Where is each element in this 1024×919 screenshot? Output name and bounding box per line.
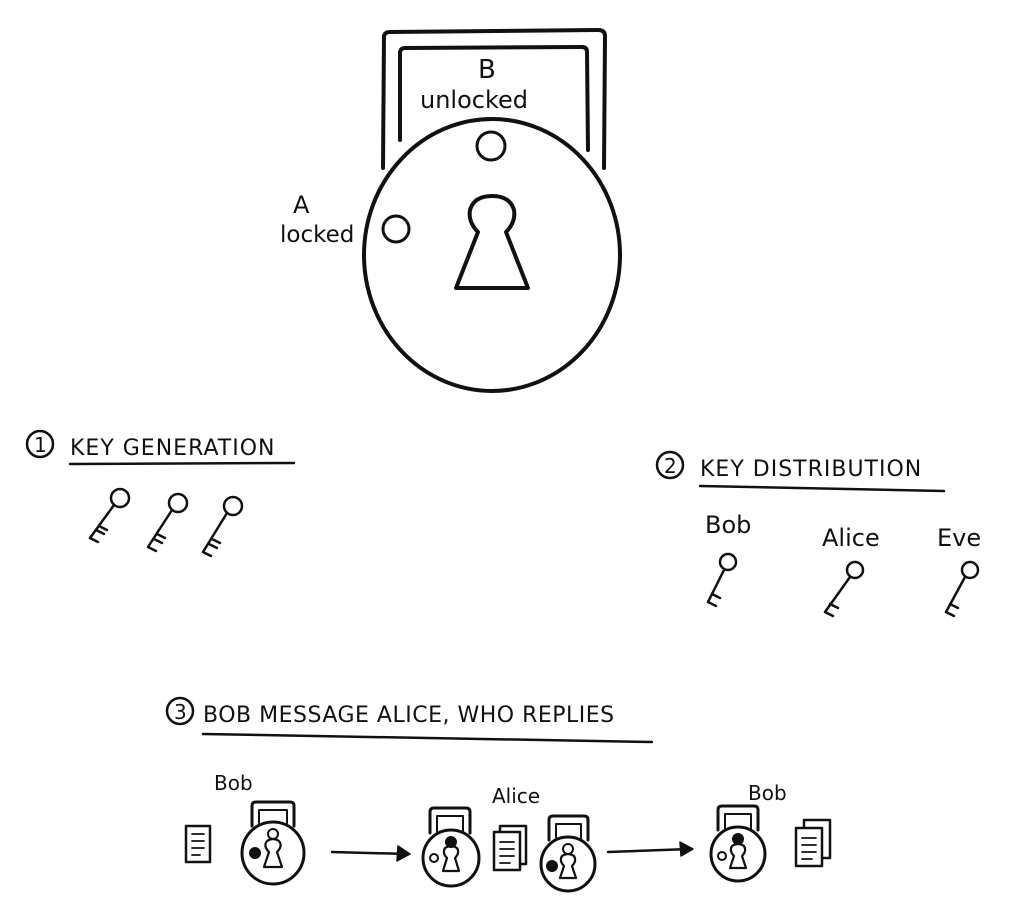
section-key-distribution: 2 KEY DISTRIBUTION Bob Alice Eve bbox=[655, 450, 981, 618]
section-message-exchange: 3 BOB MESSAGE ALICE, WHO REPLIES Bob Ali… bbox=[165, 696, 832, 893]
big-padlock: B unlocked A locked bbox=[280, 28, 622, 393]
key-icon bbox=[88, 487, 131, 544]
pin-hole-a bbox=[381, 214, 411, 244]
padlock-icon-alice-received bbox=[421, 806, 481, 888]
alice-key-icon bbox=[823, 560, 865, 618]
document-icon bbox=[184, 824, 212, 864]
stage-label-bob-1: Bob bbox=[214, 771, 253, 795]
eve-key-icon bbox=[944, 560, 980, 618]
padlock-icon-bob-start bbox=[240, 800, 306, 886]
key-icon bbox=[201, 495, 244, 558]
padlock-icon-alice-reply bbox=[539, 814, 597, 893]
bob-key-icon bbox=[706, 552, 738, 608]
section-key-generation: 1 KEY GENERATION bbox=[25, 429, 296, 558]
big-padlock-body bbox=[362, 117, 622, 393]
person-label-bob: Bob bbox=[705, 511, 751, 539]
section-3-number-circle bbox=[165, 696, 195, 726]
label-a: A bbox=[293, 191, 310, 219]
big-padlock-shackle-inner bbox=[398, 45, 590, 152]
padlock-icon-bob-final bbox=[709, 804, 767, 883]
section-1-number: 1 bbox=[34, 433, 47, 457]
section-1-underline bbox=[68, 461, 296, 466]
section-3-title: BOB MESSAGE ALICE, WHO REPLIES bbox=[203, 703, 615, 728]
label-a-state: locked bbox=[280, 222, 354, 248]
arrow-icon bbox=[606, 841, 694, 857]
section-2-underline bbox=[698, 484, 946, 493]
big-padlock-shackle-outer bbox=[381, 28, 607, 170]
person-label-eve: Eve bbox=[937, 524, 981, 552]
section-1-number-circle bbox=[25, 429, 55, 459]
section-2-number-circle bbox=[655, 450, 685, 480]
arrow-icon bbox=[330, 845, 411, 862]
document-stack-icon bbox=[492, 824, 528, 872]
pin-hole-b bbox=[475, 130, 507, 162]
big-keyhole bbox=[454, 194, 530, 290]
key-icon bbox=[146, 492, 189, 553]
section-3-number: 3 bbox=[174, 700, 187, 724]
document-stack-icon bbox=[794, 818, 832, 868]
stage-label-bob-2: Bob bbox=[748, 781, 787, 805]
section-2-number: 2 bbox=[664, 454, 677, 478]
label-b-state: unlocked bbox=[420, 86, 528, 114]
section-1-title: KEY GENERATION bbox=[70, 436, 276, 461]
section-3-underline bbox=[201, 732, 654, 744]
person-label-alice: Alice bbox=[822, 524, 880, 552]
stage-label-alice: Alice bbox=[492, 784, 540, 808]
section-2-title: KEY DISTRIBUTION bbox=[700, 457, 922, 482]
label-b: B bbox=[478, 55, 496, 85]
